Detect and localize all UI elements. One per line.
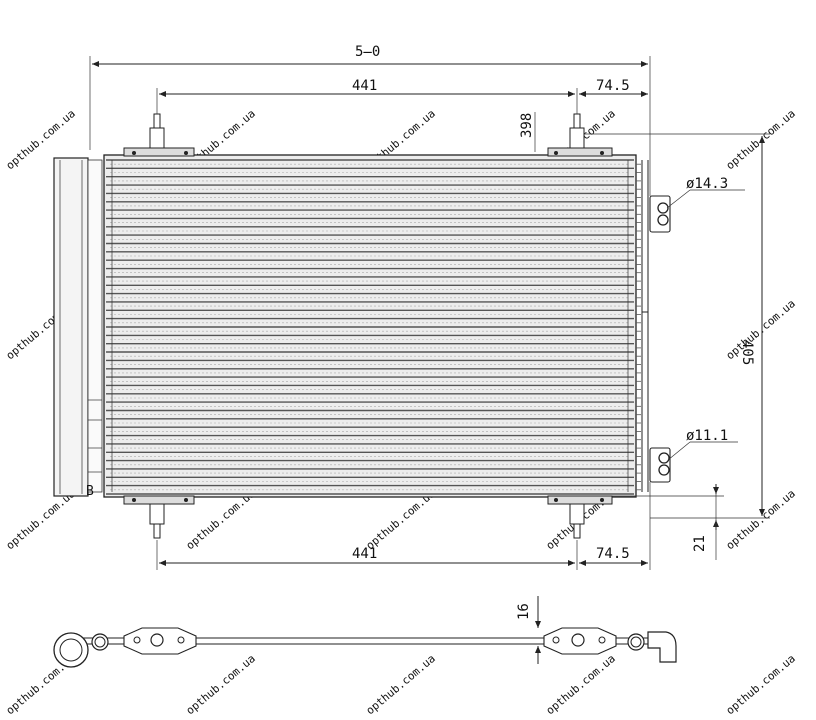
- top-offset-label: 74.5: [596, 78, 630, 94]
- condenser-core: [103, 154, 641, 498]
- bottom-flange-dimension: 21: [612, 484, 724, 560]
- top-core-length-label: 441: [352, 78, 377, 94]
- upper-port-fitting: [649, 195, 671, 233]
- pipe-gap-dimension: 398: [519, 112, 536, 152]
- watermark-text: opthub.com.ua: [4, 487, 78, 552]
- bottom-offset-label: 74.5: [596, 546, 630, 562]
- watermark-text: opthub.com.ua: [184, 652, 258, 717]
- top-offset-dimension: 74.5: [579, 78, 648, 97]
- watermark-text: opthub.com.ua: [724, 297, 798, 362]
- watermark-text: opthub.com.ua: [724, 652, 798, 717]
- overall-height-dimension: 405: [584, 133, 770, 519]
- overall-height-label: 405: [739, 340, 755, 365]
- tube-fin-pattern: [106, 159, 641, 495]
- bottom-flange-label: 21: [692, 535, 708, 552]
- bottom-mount-left: [123, 495, 195, 539]
- bottom-core-length-label: 441: [352, 546, 377, 562]
- top-core-dimension: 441: [156, 78, 578, 114]
- side-tank-marker: B: [86, 484, 94, 499]
- upper-port-callout: ø14.3: [666, 176, 745, 209]
- lower-port-fitting: [649, 447, 671, 483]
- watermark-text: opthub.com.ua: [724, 107, 798, 172]
- watermark-text: opthub.com.ua: [724, 487, 798, 552]
- top-mount-right: [547, 113, 613, 157]
- right-header: [641, 160, 649, 492]
- pipe-gap-label: 398: [519, 113, 535, 138]
- bottom-offset-dimension: 74.5: [579, 482, 651, 570]
- overall-width-label: 5̶0: [355, 44, 380, 60]
- upper-port-label: ø14.3: [686, 176, 728, 192]
- bottom-core-dimension: 441: [156, 540, 578, 570]
- side-view: 16: [53, 596, 677, 668]
- overall-width-dimension: 5̶0: [89, 44, 651, 196]
- bottom-mount-right: [547, 495, 613, 539]
- side-view-depth-label: 16: [516, 603, 532, 620]
- top-mount-left: [123, 113, 195, 157]
- watermark-text: opthub.com.ua: [364, 652, 438, 717]
- receiver-drier-tank: B: [53, 157, 103, 499]
- lower-port-label: ø11.1: [686, 428, 728, 444]
- lower-port-callout: ø11.1: [667, 428, 738, 461]
- watermark-text: opthub.com.ua: [544, 652, 618, 717]
